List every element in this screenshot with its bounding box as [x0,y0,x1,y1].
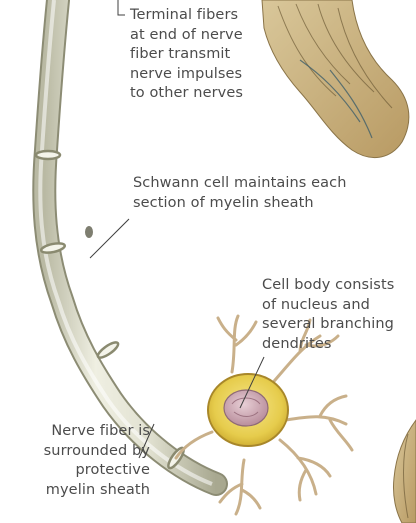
tissue-fragment-bottom [393,420,416,523]
label-nerve-fiber: Nerve fiber is surrounded by protective … [0,422,150,500]
label-schwann-cell: Schwann cell maintains each section of m… [133,174,347,213]
label-line: Schwann cell maintains each [133,174,347,194]
label-line: Cell body consists [262,276,394,296]
label-line: at end of nerve [130,26,243,46]
schwann-cell-nucleus [85,226,93,238]
label-line: section of myelin sheath [133,194,347,214]
label-cell-body: Cell body consists of nucleus and severa… [262,276,394,354]
label-line: nerve impulses [130,65,243,85]
leader-terminal-fibers [118,0,125,15]
label-line: several branching [262,315,394,335]
tissue-fragment-top [262,0,409,158]
label-line: dendrites [262,335,394,355]
label-line: Terminal fibers [130,6,243,26]
label-line: to other nerves [130,84,243,104]
label-line: Nerve fiber is [0,422,150,442]
label-line: protective [0,461,150,481]
label-line: myelin sheath [0,481,150,501]
label-line: fiber transmit [130,45,243,65]
label-line: of nucleus and [262,296,394,316]
leader-schwann-cell [90,219,129,258]
label-line: surrounded by [0,442,150,462]
label-terminal-fibers: Terminal fibers at end of nerve fiber tr… [130,6,243,104]
